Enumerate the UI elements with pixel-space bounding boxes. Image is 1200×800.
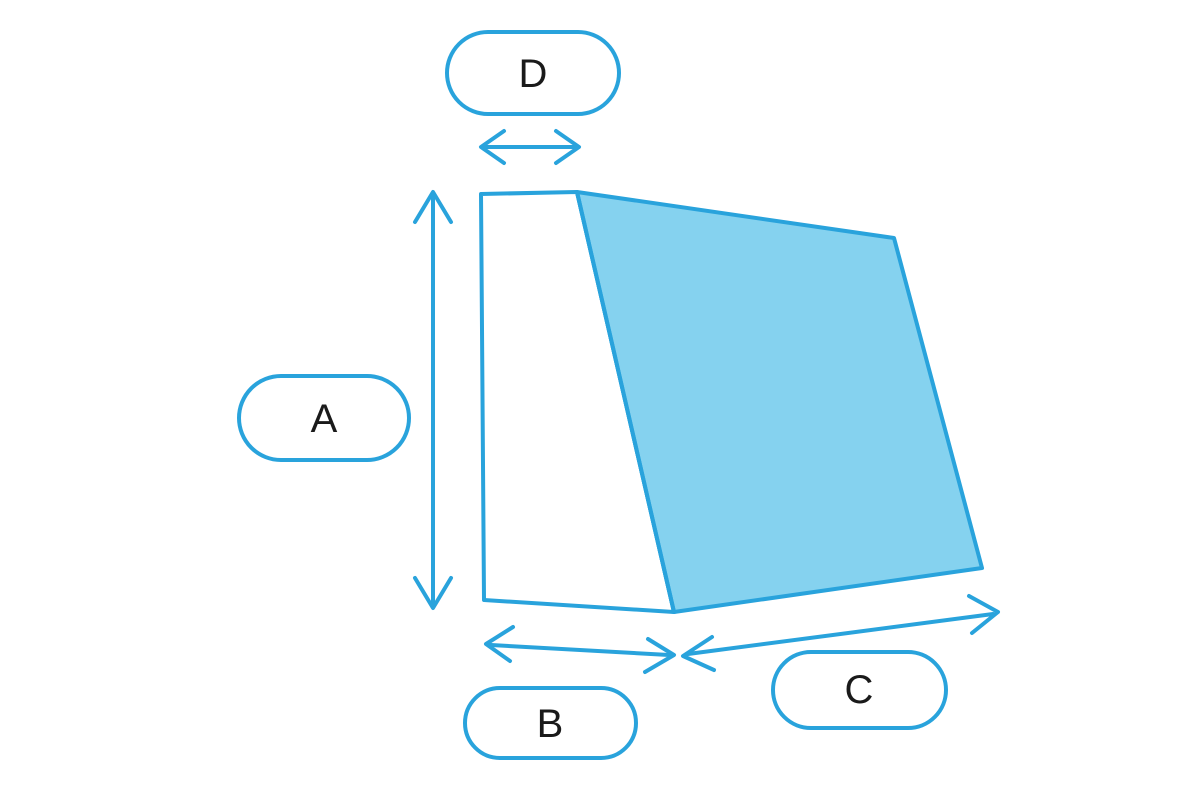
shape-group xyxy=(479,190,984,614)
label-pill-c[interactable]: C xyxy=(771,650,948,730)
arrow-a-head-top xyxy=(413,190,453,224)
label-pill-d-text: D xyxy=(519,52,548,96)
dimension-arrow-c xyxy=(681,594,1000,672)
label-pill-d-shape xyxy=(445,30,621,116)
label-pill-c-shape xyxy=(771,650,948,730)
label-pill-a-text: A xyxy=(311,397,338,441)
label-pill-d[interactable]: D xyxy=(445,30,621,116)
arrow-c-shaft xyxy=(686,612,995,656)
arrow-b-head-right xyxy=(643,637,676,674)
label-pill-b[interactable]: B xyxy=(463,686,638,760)
arrow-d-head-left xyxy=(479,129,506,165)
arrow-b-shaft xyxy=(489,643,671,657)
dimension-arrow-a xyxy=(413,190,453,610)
fold-edge xyxy=(575,190,676,614)
label-pill-c-text: C xyxy=(845,668,874,712)
arrow-a-head-bottom xyxy=(413,576,453,610)
label-pill-b-shape xyxy=(463,686,638,760)
dimension-arrow-b xyxy=(484,625,676,674)
label-pill-b-text: B xyxy=(537,702,564,746)
label-pill-a[interactable]: A xyxy=(237,374,411,462)
label-pill-a-shape xyxy=(237,374,411,462)
arrow-b-head-left xyxy=(484,625,515,663)
arrow-c-head-right xyxy=(967,594,1000,635)
arrow-d-head-right xyxy=(554,129,581,165)
arrow-c-head-left xyxy=(681,635,716,672)
dimension-arrow-d xyxy=(479,129,581,165)
